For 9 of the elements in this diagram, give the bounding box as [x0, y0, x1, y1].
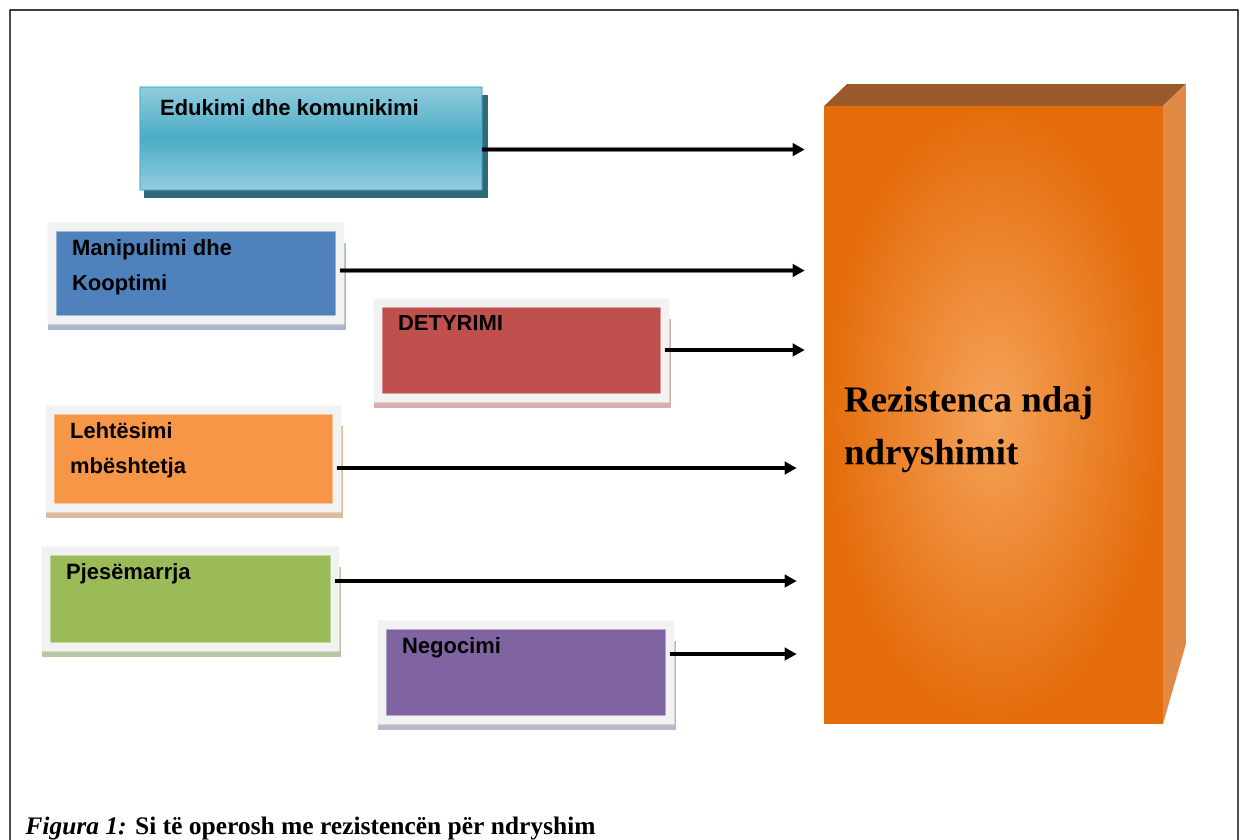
label-box: Negocimi — [377, 620, 676, 730]
label-box: Edukimi dhe komunikimi — [139, 86, 488, 198]
label-box: Manipulimi dhe Kooptimi — [47, 222, 346, 330]
label-box: DETYRIMI — [373, 298, 671, 408]
node-label: Rezistenca ndaj ndryshimit — [844, 385, 1091, 473]
caption: Figura 1: Si të operosh me rezistencën për ndryshim — [25, 816, 596, 840]
label-box: Lehtësimi mbështetja — [45, 405, 343, 518]
label-box: Pjesëmarrja — [41, 546, 341, 657]
block-drawing: Rezistenca ndaj ndryshimit — [824, 84, 1186, 724]
